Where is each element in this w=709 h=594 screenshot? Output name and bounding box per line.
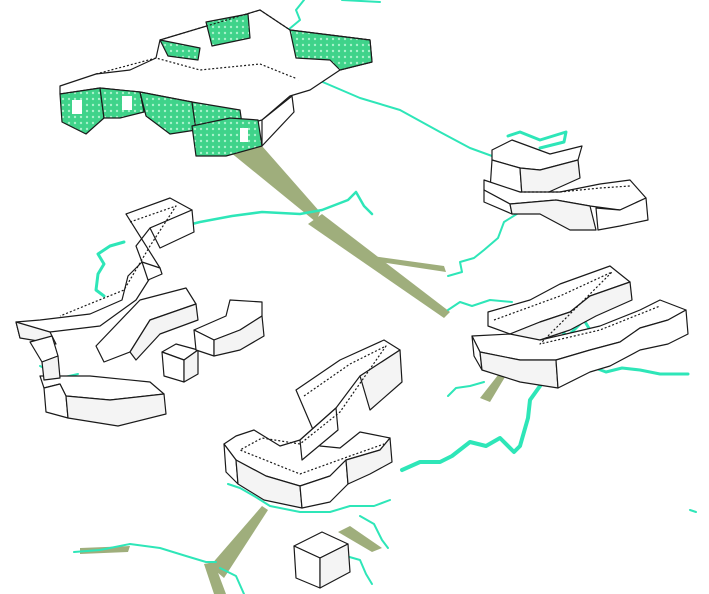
north-window-3 [186,74,198,98]
building-south-small [293,531,351,589]
building-cluster-north [59,9,373,157]
west-lower-wall-b [65,393,167,427]
path-south-left [73,543,217,563]
corridor-top-to-center [230,146,320,222]
east-lower-ridge [493,271,661,345]
north-facade-center [139,91,197,135]
north-window-5 [296,60,306,80]
corridor-center-branch [372,256,446,272]
north-window-4 [228,80,238,100]
south-bar-wall-f [345,437,393,485]
corridor-layer [80,28,508,594]
path-west-loop [94,240,126,298]
north-ridge-line [159,9,371,41]
north-facade-ridge-a [159,39,201,61]
south-small-wall-b [319,543,351,589]
south-bar-wall-b [299,407,339,461]
north-window-1 [72,100,82,114]
building-cluster-east-upper [483,139,649,231]
north-facade-ridge-b [205,13,251,47]
west-twin-wall-b [213,315,265,357]
path-south-bottom [345,555,373,585]
west-mid-wall [129,303,199,361]
path-south-left-tail [219,567,245,594]
west-bar-ridge [59,205,177,317]
path-network [39,0,697,594]
path-top-north [287,0,305,31]
east-lower-wall-d [555,309,689,389]
building-cluster-west [15,197,265,427]
north-window-6 [240,128,248,142]
west-bar-wall-top [149,209,195,249]
north-ridge-line-2 [95,57,301,81]
path-east-down [447,195,521,277]
path-south-right [359,515,389,549]
north-window-2 [122,96,132,110]
path-east-lower-spur [400,384,542,472]
building-cluster-east-lower [471,265,689,389]
path-top-to-east [317,79,493,157]
path-west-to-center [158,190,374,234]
corridor-bottom-stem [204,562,226,594]
path-center-to-east [447,299,513,311]
path-top-north-right [341,0,381,3]
west-prism-wall [41,355,61,381]
corridor-center-diagonal [308,214,450,318]
west-bar-wall-mid [141,261,163,281]
north-facade-south-wing-side [261,95,295,147]
path-south-center [227,483,391,513]
path-far-east-dot [689,509,697,513]
building-cluster-south-center [223,339,403,509]
west-cube-wall-b [183,349,199,383]
corridor-bottom-right [338,526,382,552]
path-east-branch [447,381,485,397]
path-east-cluster-flag [506,130,568,150]
corridor-right-cluster [480,370,508,402]
south-bar-ridge [239,345,387,475]
east-upper-ridge [520,185,631,193]
south-bar-wall-a [359,349,403,411]
east-upper-wall-e [595,197,649,231]
corridor-bottom-left [210,506,268,578]
east-upper-wall-d [509,199,597,231]
